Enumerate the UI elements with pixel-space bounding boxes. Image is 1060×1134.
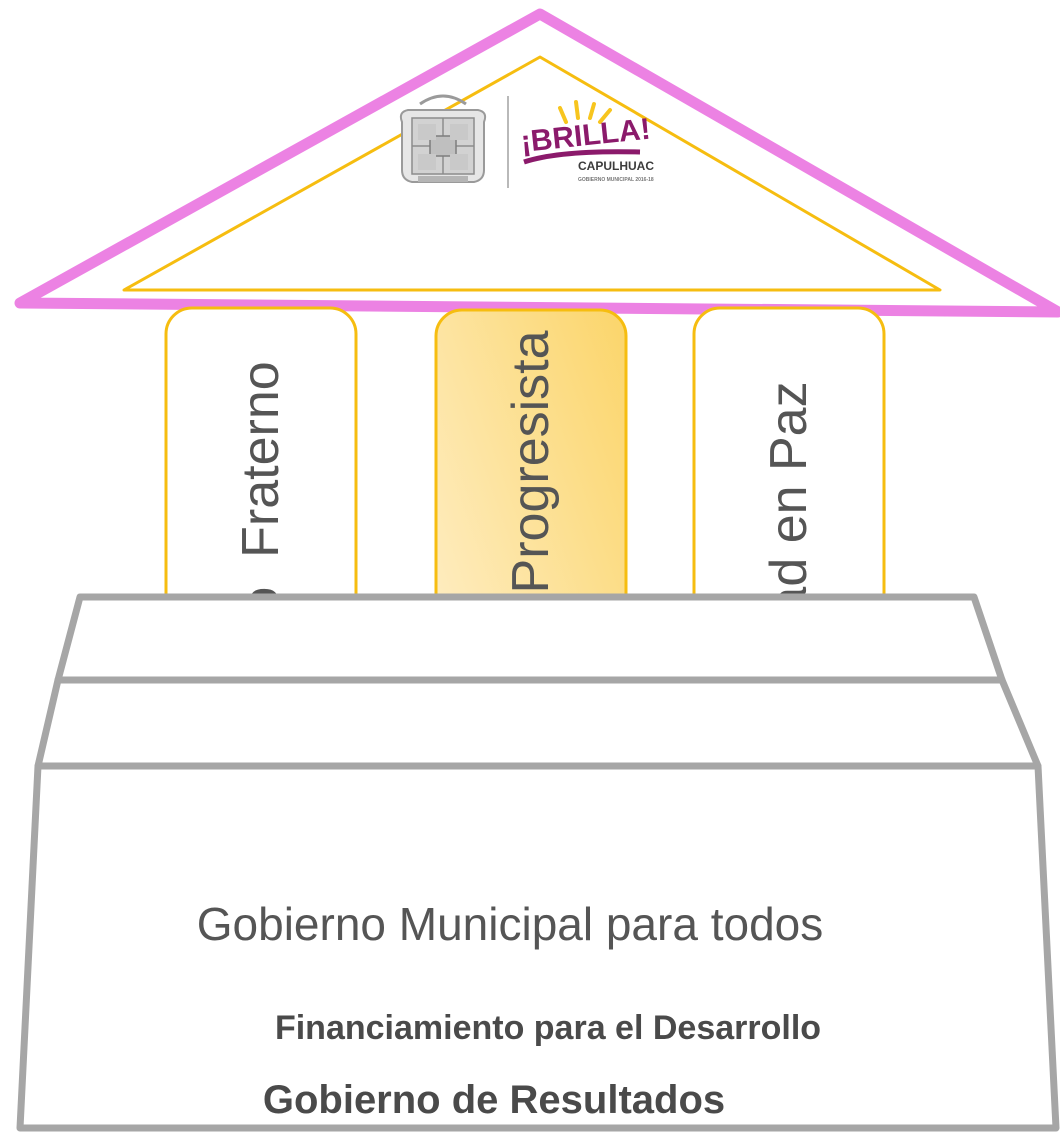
brand-tagline: GOBIERNO MUNICIPAL 2016-18 — [578, 177, 654, 183]
brand-swoosh — [523, 149, 641, 165]
base-steps: Gobierno Municipal para todos Financiami… — [16, 593, 1060, 1132]
shield-emblem-logo — [399, 94, 487, 183]
base-label-gobierno-municipal: Gobierno Municipal para todos — [197, 898, 823, 950]
roof-inner-triangle — [122, 55, 942, 292]
brand-name: CAPULHUAC — [578, 159, 654, 173]
base-label-financiamiento: Financiamiento para el Desarrollo — [275, 1009, 821, 1047]
base-step-2 — [34, 676, 1042, 770]
base-label-gobierno-resultados: Gobierno de Resultados — [263, 1078, 725, 1122]
roof-outer-triangle — [14, 8, 1060, 318]
base-step-1 — [54, 593, 1006, 684]
roof: ¡BRILLA! CAPULHUAC GOBIERNO MUNICIPAL 20… — [14, 8, 1060, 318]
sun-rays — [558, 100, 612, 124]
